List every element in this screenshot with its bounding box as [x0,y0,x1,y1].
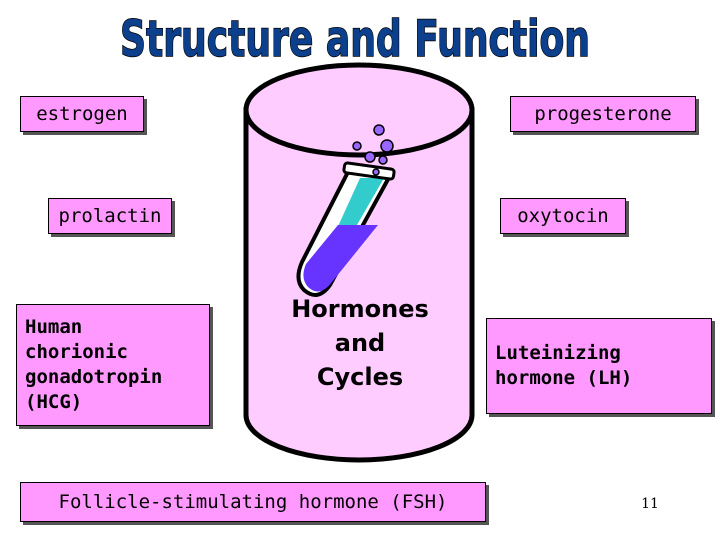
lh-label: Luteinizing hormone (LH) [495,342,633,389]
test-tube-icon [296,161,396,297]
hcg-box: Human chorionic gonadotropin (HCG) [16,304,210,426]
fsh-label: Follicle-stimulating hormone (FSH) [58,491,448,513]
progesterone-box: progesterone [510,96,696,132]
bubbles-icon [352,124,394,176]
estrogen-label: estrogen [36,103,128,125]
fsh-box: Follicle-stimulating hormone (FSH) [20,482,486,522]
slide-title-text: Structure and Function [120,10,590,68]
hcg-label: Human chorionic gonadotropin (HCG) [25,316,163,413]
oxytocin-label: oxytocin [517,205,609,227]
oxytocin-box: oxytocin [500,198,626,234]
center-label: Hormones and Cycles [291,295,429,391]
prolactin-box: prolactin [48,198,172,234]
slide-title: Structure and Function [119,9,591,69]
prolactin-label: prolactin [58,205,162,227]
progesterone-label: progesterone [534,103,672,125]
estrogen-box: estrogen [20,96,144,132]
page-number: 11 [641,496,659,512]
cylinder-shape [243,62,475,463]
lh-box: Luteinizing hormone (LH) [486,318,712,414]
